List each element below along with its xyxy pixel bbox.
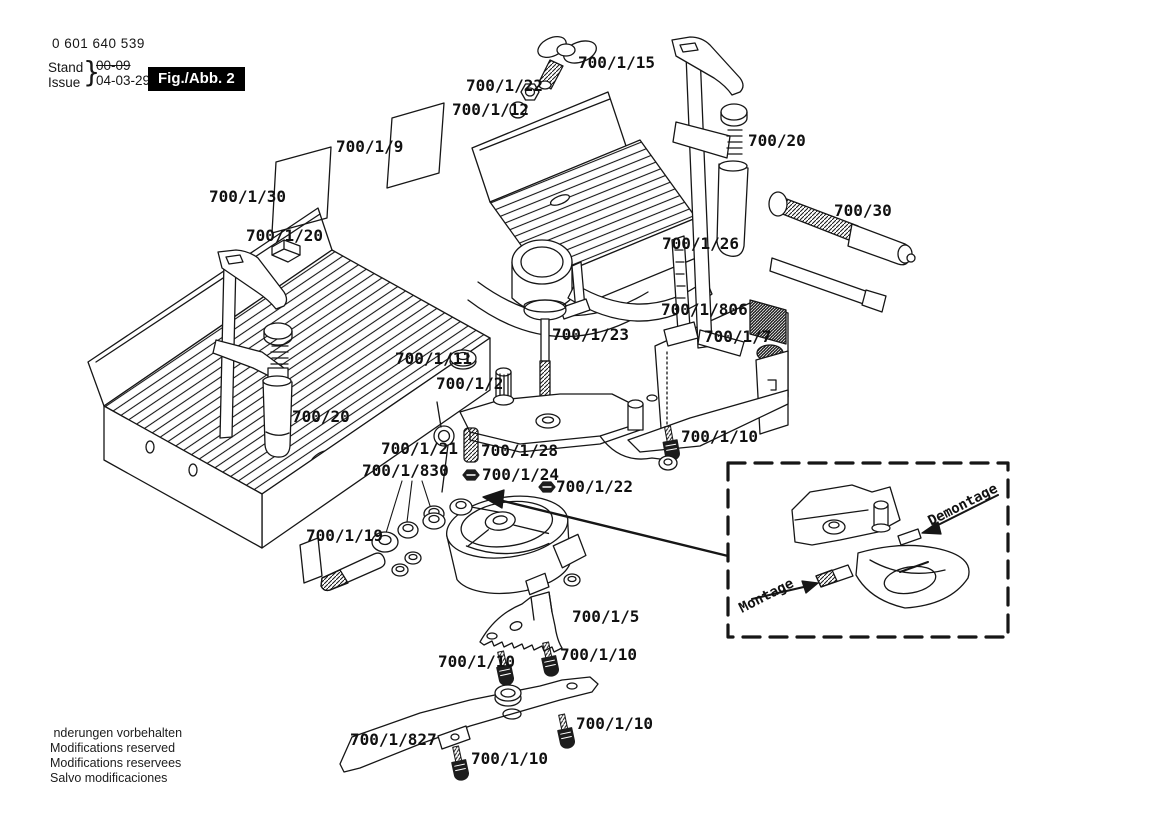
- wing-knob-15: [537, 36, 597, 90]
- part-label-700-1-2-13: 700/1/2: [436, 374, 504, 393]
- pivot-pin-19: [320, 551, 422, 592]
- part-label-700-1-830-18: 700/1/830: [362, 461, 449, 480]
- part-label-700-30-6: 700/30: [834, 201, 892, 220]
- footer-line-en: Modifications reserved: [50, 741, 176, 755]
- inset-box: [726, 461, 1010, 639]
- coil-spring-28: [463, 427, 479, 463]
- part-label-700-1-10-26: 700/1/10: [576, 714, 654, 733]
- part-label-700-1-28-16: 700/1/28: [481, 441, 559, 460]
- part-label-700-1-827-25: 700/1/827: [350, 730, 437, 749]
- part-label-700-1-11-12: 700/1/11: [395, 349, 473, 368]
- toothed-sector-5: [479, 591, 563, 653]
- figure-badge: Fig./Abb. 2: [148, 67, 245, 91]
- part-label-700-1-10-24: 700/1/10: [560, 645, 638, 664]
- footer-line-fr: Modifications reservees: [50, 756, 182, 770]
- part-label-700-20-4: 700/20: [748, 131, 806, 150]
- revision-labels: Stand Issue: [48, 60, 83, 90]
- part-label-700-1-806-9: 700/1/806: [661, 300, 748, 319]
- part-label-700-1-26-8: 700/1/26: [662, 234, 740, 253]
- washer-12: [509, 101, 527, 119]
- wing-bolt-23: [523, 299, 567, 402]
- left-table-half: [87, 207, 491, 584]
- flanged-washer-11: [449, 349, 477, 370]
- old-date: 00-09: [96, 58, 131, 73]
- hex-nut-22: [520, 83, 540, 101]
- footer-legal-block: nderungen vorbehalten Modifications rese…: [50, 726, 182, 786]
- part-label-700-1-22-20: 700/1/22: [556, 477, 634, 496]
- footer-line-de: nderungen vorbehalten: [50, 726, 183, 740]
- drum-ear-rings: [422, 498, 581, 587]
- header-block: 0 601 640 539: [52, 36, 145, 51]
- part-label-700-1-19-21: 700/1/19: [306, 526, 384, 545]
- part-label-700-1-9-3: 700/1/9: [336, 137, 404, 156]
- revision-dates: 00-09 04-03-29: [96, 58, 150, 88]
- support-plate-806: [627, 299, 789, 453]
- left-clamp: [212, 249, 293, 458]
- right-clamp: [671, 36, 749, 357]
- part-label-700-1-12-2: 700/1/12: [452, 100, 530, 119]
- part-label-700-1-10-27: 700/1/10: [471, 749, 549, 768]
- right-table-half: [471, 91, 697, 321]
- part-label-700-1-7-10: 700/1/7: [704, 327, 772, 346]
- part-label-700-1-5-22: 700/1/5: [572, 607, 640, 626]
- revision-brace: }: [83, 56, 101, 89]
- part-label-700-1-20-7: 700/1/20: [246, 226, 324, 245]
- slide-block-20: [271, 239, 301, 263]
- issue-label: Issue: [48, 75, 81, 90]
- part-number: 0 601 640 539: [52, 36, 145, 51]
- part-label-700-1-22-1: 700/1/22: [466, 76, 544, 95]
- callout-frames: [271, 102, 445, 234]
- part-label-700-1-15-0: 700/1/15: [578, 53, 656, 72]
- bottom-bracket-827: [339, 676, 599, 773]
- torsion-spring-21: [433, 401, 455, 493]
- part-label-700-20-14: 700/20: [292, 407, 350, 426]
- part-label-700-1-10-17: 700/1/10: [681, 427, 759, 446]
- part-label-700-1-10-23: 700/1/10: [438, 652, 516, 671]
- clamp-spindle-rod: [768, 191, 916, 313]
- part-label-700-1-24-19: 700/1/24: [482, 465, 560, 484]
- detail-callout-arrow: [482, 489, 730, 558]
- footer-line-es: Salvo modificaciones: [50, 771, 168, 785]
- issue-date: 04-03-29: [96, 73, 151, 88]
- stand-label: Stand: [48, 60, 84, 75]
- part-label-700-1-30-5: 700/1/30: [209, 187, 287, 206]
- stop-bar-26: [663, 235, 699, 347]
- part-label-700-1-23-11: 700/1/23: [552, 325, 630, 344]
- part-label-700-1-21-15: 700/1/21: [381, 439, 459, 458]
- rotary-drum-base: [445, 495, 587, 596]
- swivel-plate-2: [459, 367, 678, 471]
